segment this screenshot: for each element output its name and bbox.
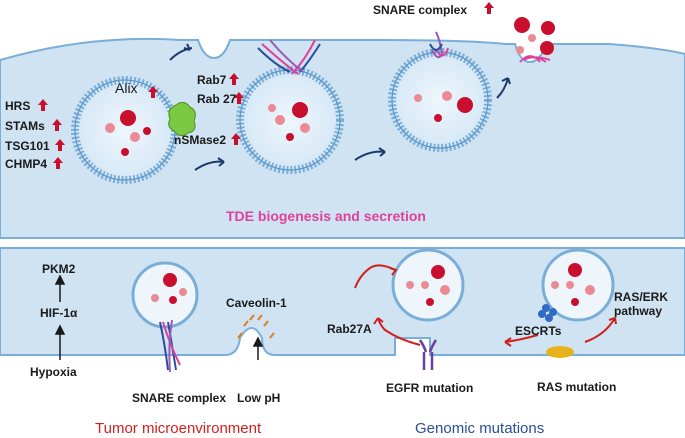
caveolin-label: Caveolin-1 <box>226 296 287 310</box>
caveolin-pit <box>237 314 275 339</box>
hrs-label: HRS <box>5 99 31 113</box>
hypoxia-arrows <box>54 274 264 360</box>
up-arrows <box>38 2 494 169</box>
pkm2-label: PKM2 <box>42 262 76 276</box>
egfr-receptor <box>418 339 438 370</box>
escrts-label: ESCRTs <box>515 324 562 338</box>
mvb-3 <box>388 31 492 152</box>
snare-complex-top-label: SNARE complex <box>373 3 468 17</box>
rab27a-label: Rab27A <box>327 322 372 336</box>
rab7-label: Rab7 <box>197 73 227 87</box>
nsmase2-label: nSMase2 <box>174 133 227 147</box>
alix-label: Alix <box>115 80 138 96</box>
top-cell-body <box>0 37 685 239</box>
ras-erk-label: RAS/ERK pathway <box>614 290 669 318</box>
escrt-complex <box>538 304 557 322</box>
stams-label: STAMs <box>5 119 45 133</box>
rab27-label: Rab 27 <box>197 92 237 106</box>
chmp4-label: CHMP4 <box>5 157 48 171</box>
snare-complex-bottom-label: SNARE complex <box>132 391 227 405</box>
bottom-vesicle-rab27a <box>391 248 465 322</box>
ras-protein <box>546 346 574 358</box>
red-pathway-arrows <box>354 264 617 347</box>
top-flow-arrows <box>169 43 511 171</box>
bottom-vesicle-escrt <box>541 248 615 322</box>
tsg101-label: TSG101 <box>5 139 50 153</box>
egfr-mutation-label: EGFR mutation <box>386 381 474 395</box>
genomic-mutations-title: Genomic mutations <box>415 420 545 437</box>
secreted-exosomes <box>514 17 555 55</box>
hypoxia-label: Hypoxia <box>30 365 77 379</box>
nsmase2-enzyme <box>168 101 196 137</box>
bottom-vesicle-snare <box>131 261 199 373</box>
tumor-microenvironment-title: Tumor microenvironment <box>95 420 262 437</box>
top-panel-title: TDE biogenesis and secretion <box>226 208 426 224</box>
hif-label: HIF-1α <box>40 306 78 320</box>
low-ph-label: Low pH <box>237 391 281 405</box>
mvb-2 <box>236 39 344 174</box>
fused-snare <box>519 55 551 63</box>
ras-mutation-label: RAS mutation <box>537 380 617 394</box>
